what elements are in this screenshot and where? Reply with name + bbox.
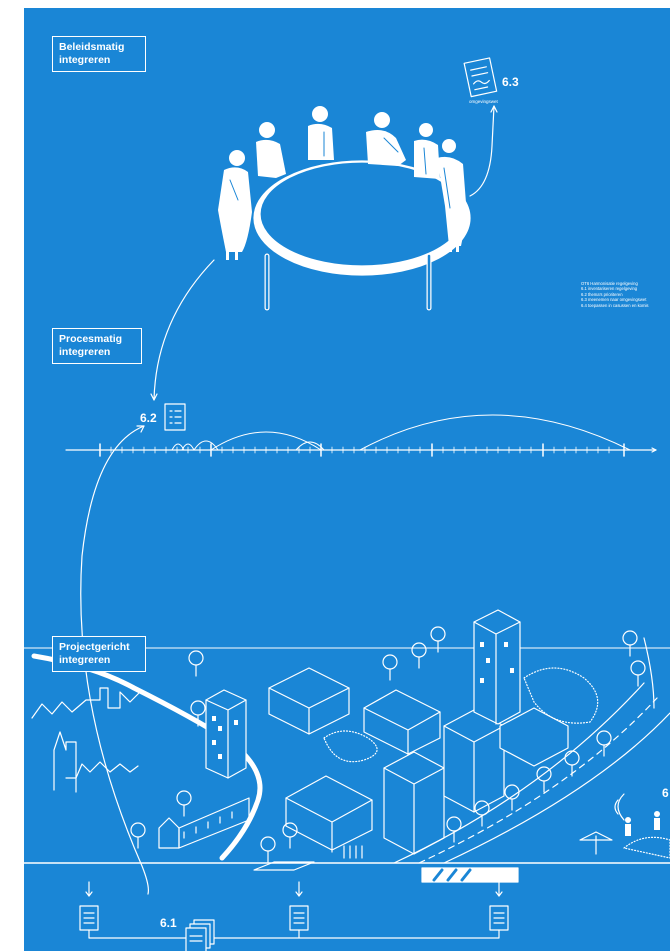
legend-item: 6.3 meenemen naar omgevingswet [581,297,647,303]
document-icon [79,881,99,931]
illustration [24,57,670,951]
legend: OT6 Harmonisatie regelgeving 6.1 inventa… [581,281,649,308]
checklist-icon [164,403,186,431]
label-beleidsmatig: Beleidsmatig integreren [52,36,146,72]
legend-item: 6.1 inventariseren regelgeving [581,286,638,292]
step-6-1: 6.1 [160,916,177,930]
legend-item: 6.4 toepassen in casussen en komis [581,302,649,308]
timeline [65,414,657,457]
document-stack-icon [185,919,215,951]
document-icon [289,881,309,931]
meeting-table-scene [218,106,471,311]
step-6-3: 6.3 [502,75,519,89]
step-6-4: 6 [662,786,669,800]
label-procesmatig: Procesmatig integreren [52,328,142,364]
building [205,689,247,779]
label-projectgericht: Projectgericht integreren [52,636,146,672]
step-6-2: 6.2 [140,411,157,425]
omgevingswet-caption: omgevingswet [469,99,498,104]
legend-title: OT6 Harmonisatie regelgeving [581,281,638,286]
diagram-canvas: Beleidsmatig integreren Procesmatig inte… [24,8,670,951]
law-document-icon [463,57,498,98]
legend-item: 6.2 thema's prioriteren [581,291,623,297]
document-icon [489,881,509,931]
